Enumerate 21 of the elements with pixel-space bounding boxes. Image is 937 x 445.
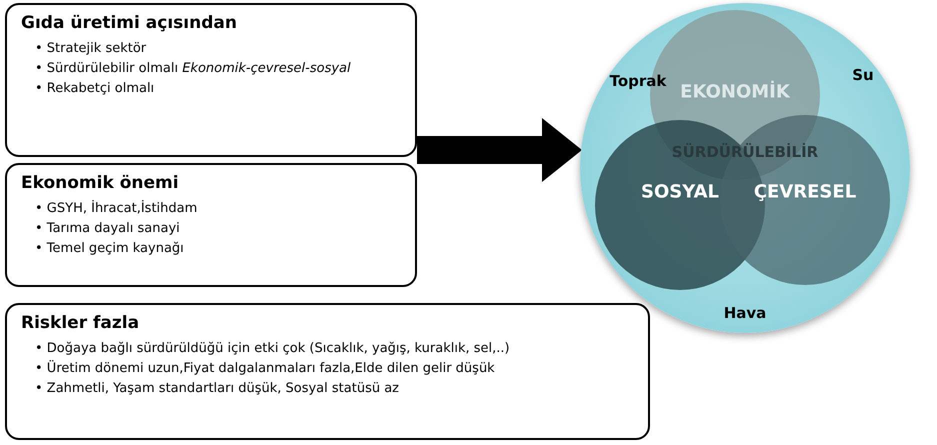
bullet-item: • GSYH, İhracat,İstihdam	[35, 199, 198, 218]
bullet-item: • Zahmetli, Yaşam standartları düşük, Sosyal statüsü az	[35, 380, 400, 398]
circle-label: Hava	[724, 304, 766, 322]
bullet-item: • Tarıma dayalı sanayi	[35, 220, 181, 238]
bullet-item: • Doğaya bağlı sürdürüldüğü için etki çok (Sıcaklık, yağış, kuraklık, sel,..)	[35, 340, 511, 358]
bullet-item: • Sürdürülebilir olmalı Ekonomik-çevresel-sosyal	[35, 60, 352, 78]
bullet-item: • Rekabetçi olmalı	[35, 80, 156, 98]
bullet-item: • Temel geçim kaynağı	[35, 240, 185, 258]
circle-label: Su	[852, 66, 874, 84]
circle-label: SOSYAL	[641, 182, 719, 202]
circle-label: ÇEVRESEL	[754, 182, 856, 202]
text-panel	[5, 303, 650, 440]
panel-heading: Riskler fazla	[21, 313, 140, 333]
circle-label: Toprak	[610, 72, 666, 90]
bullet-item: • Stratejik sektör	[35, 40, 148, 58]
text-panel	[5, 163, 417, 287]
panel-heading: Gıda üretimi açısından	[21, 13, 237, 33]
text-panel	[5, 3, 417, 157]
panel-heading: Ekonomik önemi	[21, 173, 179, 193]
bullet-item: • Üretim dönemi uzun,Fiyat dalgalanmaları fazla,Elde dilen gelir düşük	[35, 359, 496, 378]
circle-label: EKONOMİK	[680, 82, 790, 102]
